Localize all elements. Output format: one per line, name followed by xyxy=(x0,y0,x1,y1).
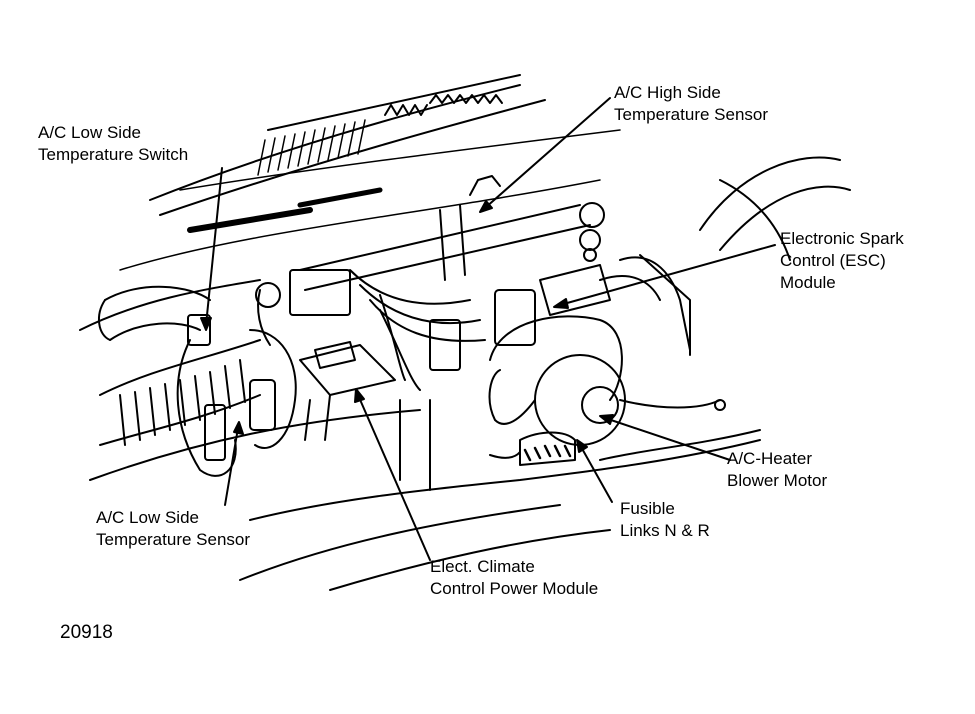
esc-module-shape xyxy=(539,254,691,356)
leader-blower-motor xyxy=(604,417,731,461)
label-line: A/C-Heater xyxy=(727,449,813,468)
label-high-side-temperature-sensor: A/C High Side Temperature Sensor xyxy=(614,82,768,126)
leader-climate-module xyxy=(357,394,431,561)
left-hose xyxy=(98,285,261,446)
blower-motor-shape xyxy=(488,179,791,446)
label-line: A/C Low Side xyxy=(96,508,199,527)
label-line: Electronic Spark xyxy=(780,229,904,248)
label-line: A/C High Side xyxy=(614,83,721,102)
arrow-high-side-sensor xyxy=(479,200,493,213)
label-blower-motor: A/C-Heater Blower Motor xyxy=(727,448,827,492)
label-esc-module: Electronic Spark Control (ESC) Module xyxy=(780,228,904,294)
label-line: Blower Motor xyxy=(727,471,828,490)
low-side-switch-assembly xyxy=(176,282,297,477)
label-line: Control Power Module xyxy=(430,579,599,598)
leader-esc-module xyxy=(559,244,776,306)
label-climate-control-power-module: Elect. Climate Control Power Module xyxy=(430,556,598,600)
leader-low-side-sensor xyxy=(224,427,239,506)
leader-lines xyxy=(200,97,776,561)
label-fusible-links: Fusible Links N & R xyxy=(620,498,710,542)
leader-fusible-links xyxy=(579,444,613,503)
label-line: Fusible xyxy=(620,499,675,518)
label-low-side-temperature-switch: A/C Low Side Temperature Switch xyxy=(38,122,188,166)
wiring-harness xyxy=(289,269,536,391)
hood-edge xyxy=(149,74,546,233)
arrow-low-side-sensor xyxy=(233,421,244,435)
arrow-esc-module xyxy=(553,298,569,309)
label-line: Temperature Sensor xyxy=(96,530,251,549)
label-line: Temperature Switch xyxy=(38,145,189,164)
arrow-blower-motor xyxy=(599,414,614,425)
cowl-shading xyxy=(119,119,621,271)
label-line: Control (ESC) xyxy=(780,251,886,270)
figure-number: 20918 xyxy=(60,622,113,643)
label-line: Links N & R xyxy=(620,521,710,540)
label-line: Module xyxy=(780,273,836,292)
fusible-links-shape xyxy=(489,431,576,466)
arrow-climate-module xyxy=(354,388,365,403)
arrow-low-side-switch xyxy=(200,317,212,331)
label-low-side-temperature-sensor: A/C Low Side Temperature Sensor xyxy=(96,507,250,551)
leader-high-side-sensor xyxy=(484,97,611,209)
arrow-fusible-links xyxy=(576,439,588,453)
leader-low-side-switch xyxy=(205,167,223,326)
label-line: Temperature Sensor xyxy=(614,105,769,124)
climate-module-shape xyxy=(299,341,396,441)
label-line: Elect. Climate xyxy=(430,557,535,576)
chassis-lines xyxy=(79,156,851,591)
label-line: A/C Low Side xyxy=(38,123,141,142)
fuel-rail xyxy=(299,175,605,291)
